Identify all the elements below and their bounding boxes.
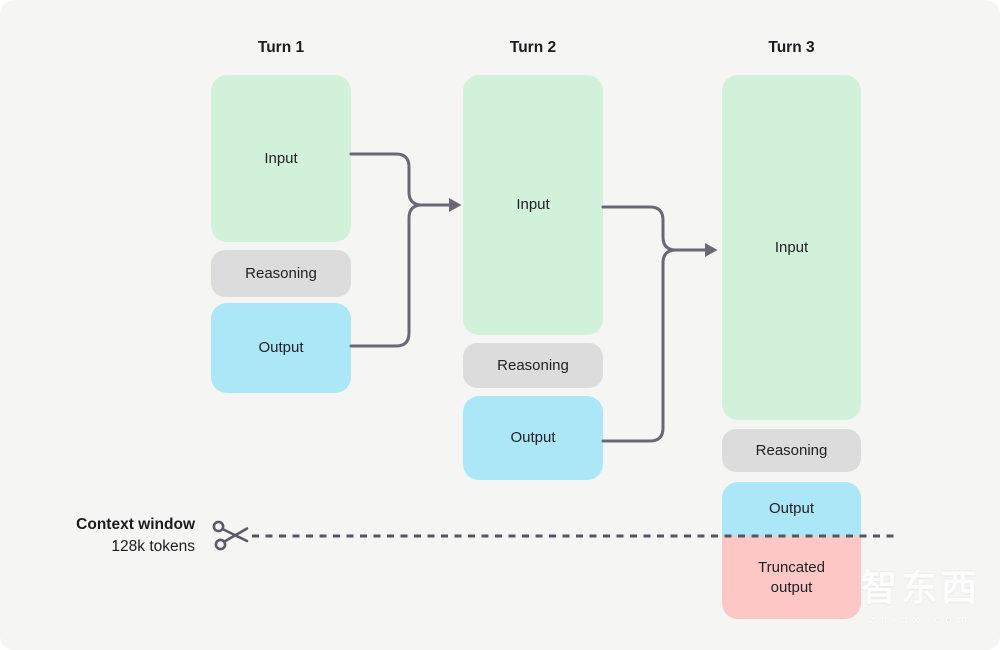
turn3-output-block: Output — [722, 482, 861, 536]
context-window-label: Context window 128k tokens — [40, 514, 195, 558]
turn1-title: Turn 1 — [257, 39, 305, 56]
context-window-title: Context window — [76, 516, 195, 533]
turn1-input-block: Input — [211, 75, 351, 242]
arrow-turn1-to-turn2 — [349, 152, 451, 348]
scissors-icon — [212, 520, 249, 551]
watermark-url: zhidx.com — [869, 614, 973, 626]
turn3-input-block: Input — [722, 75, 861, 420]
turn2-input-block: Input — [463, 75, 603, 335]
block-label: Input — [774, 238, 809, 256]
block-label: Output — [510, 429, 556, 446]
block-label: Output — [258, 339, 304, 356]
block-label: Input — [516, 196, 550, 213]
block-label: Output — [768, 500, 815, 517]
block-label: Truncated output — [758, 558, 825, 596]
context-window-tokens: 128k tokens — [111, 538, 195, 555]
block-label: Reasoning — [245, 264, 317, 282]
turn2-output-block: Output — [463, 396, 603, 480]
turn2-reasoning-block: Reasoning — [463, 343, 603, 388]
turn3-reasoning-block: Reasoning — [722, 429, 861, 472]
arrow-turn2-to-turn3 — [601, 205, 707, 443]
turn3-title: Turn 3 — [768, 39, 815, 56]
arrowhead-turn3 — [705, 243, 718, 257]
turn3-truncated-output-block: Truncated output — [722, 536, 861, 619]
turn2-title: Turn 2 — [509, 39, 557, 56]
turn1-output-block: Output — [211, 303, 351, 393]
block-label: Reasoning — [755, 441, 828, 459]
arrowhead-turn2 — [449, 198, 462, 212]
block-label: Reasoning — [497, 356, 569, 374]
block-label: Input — [264, 149, 298, 167]
watermark-logo: 智东西 — [860, 567, 981, 608]
turn1-reasoning-block: Reasoning — [211, 250, 351, 297]
watermark: 智东西 zhidx.com — [856, 567, 986, 627]
